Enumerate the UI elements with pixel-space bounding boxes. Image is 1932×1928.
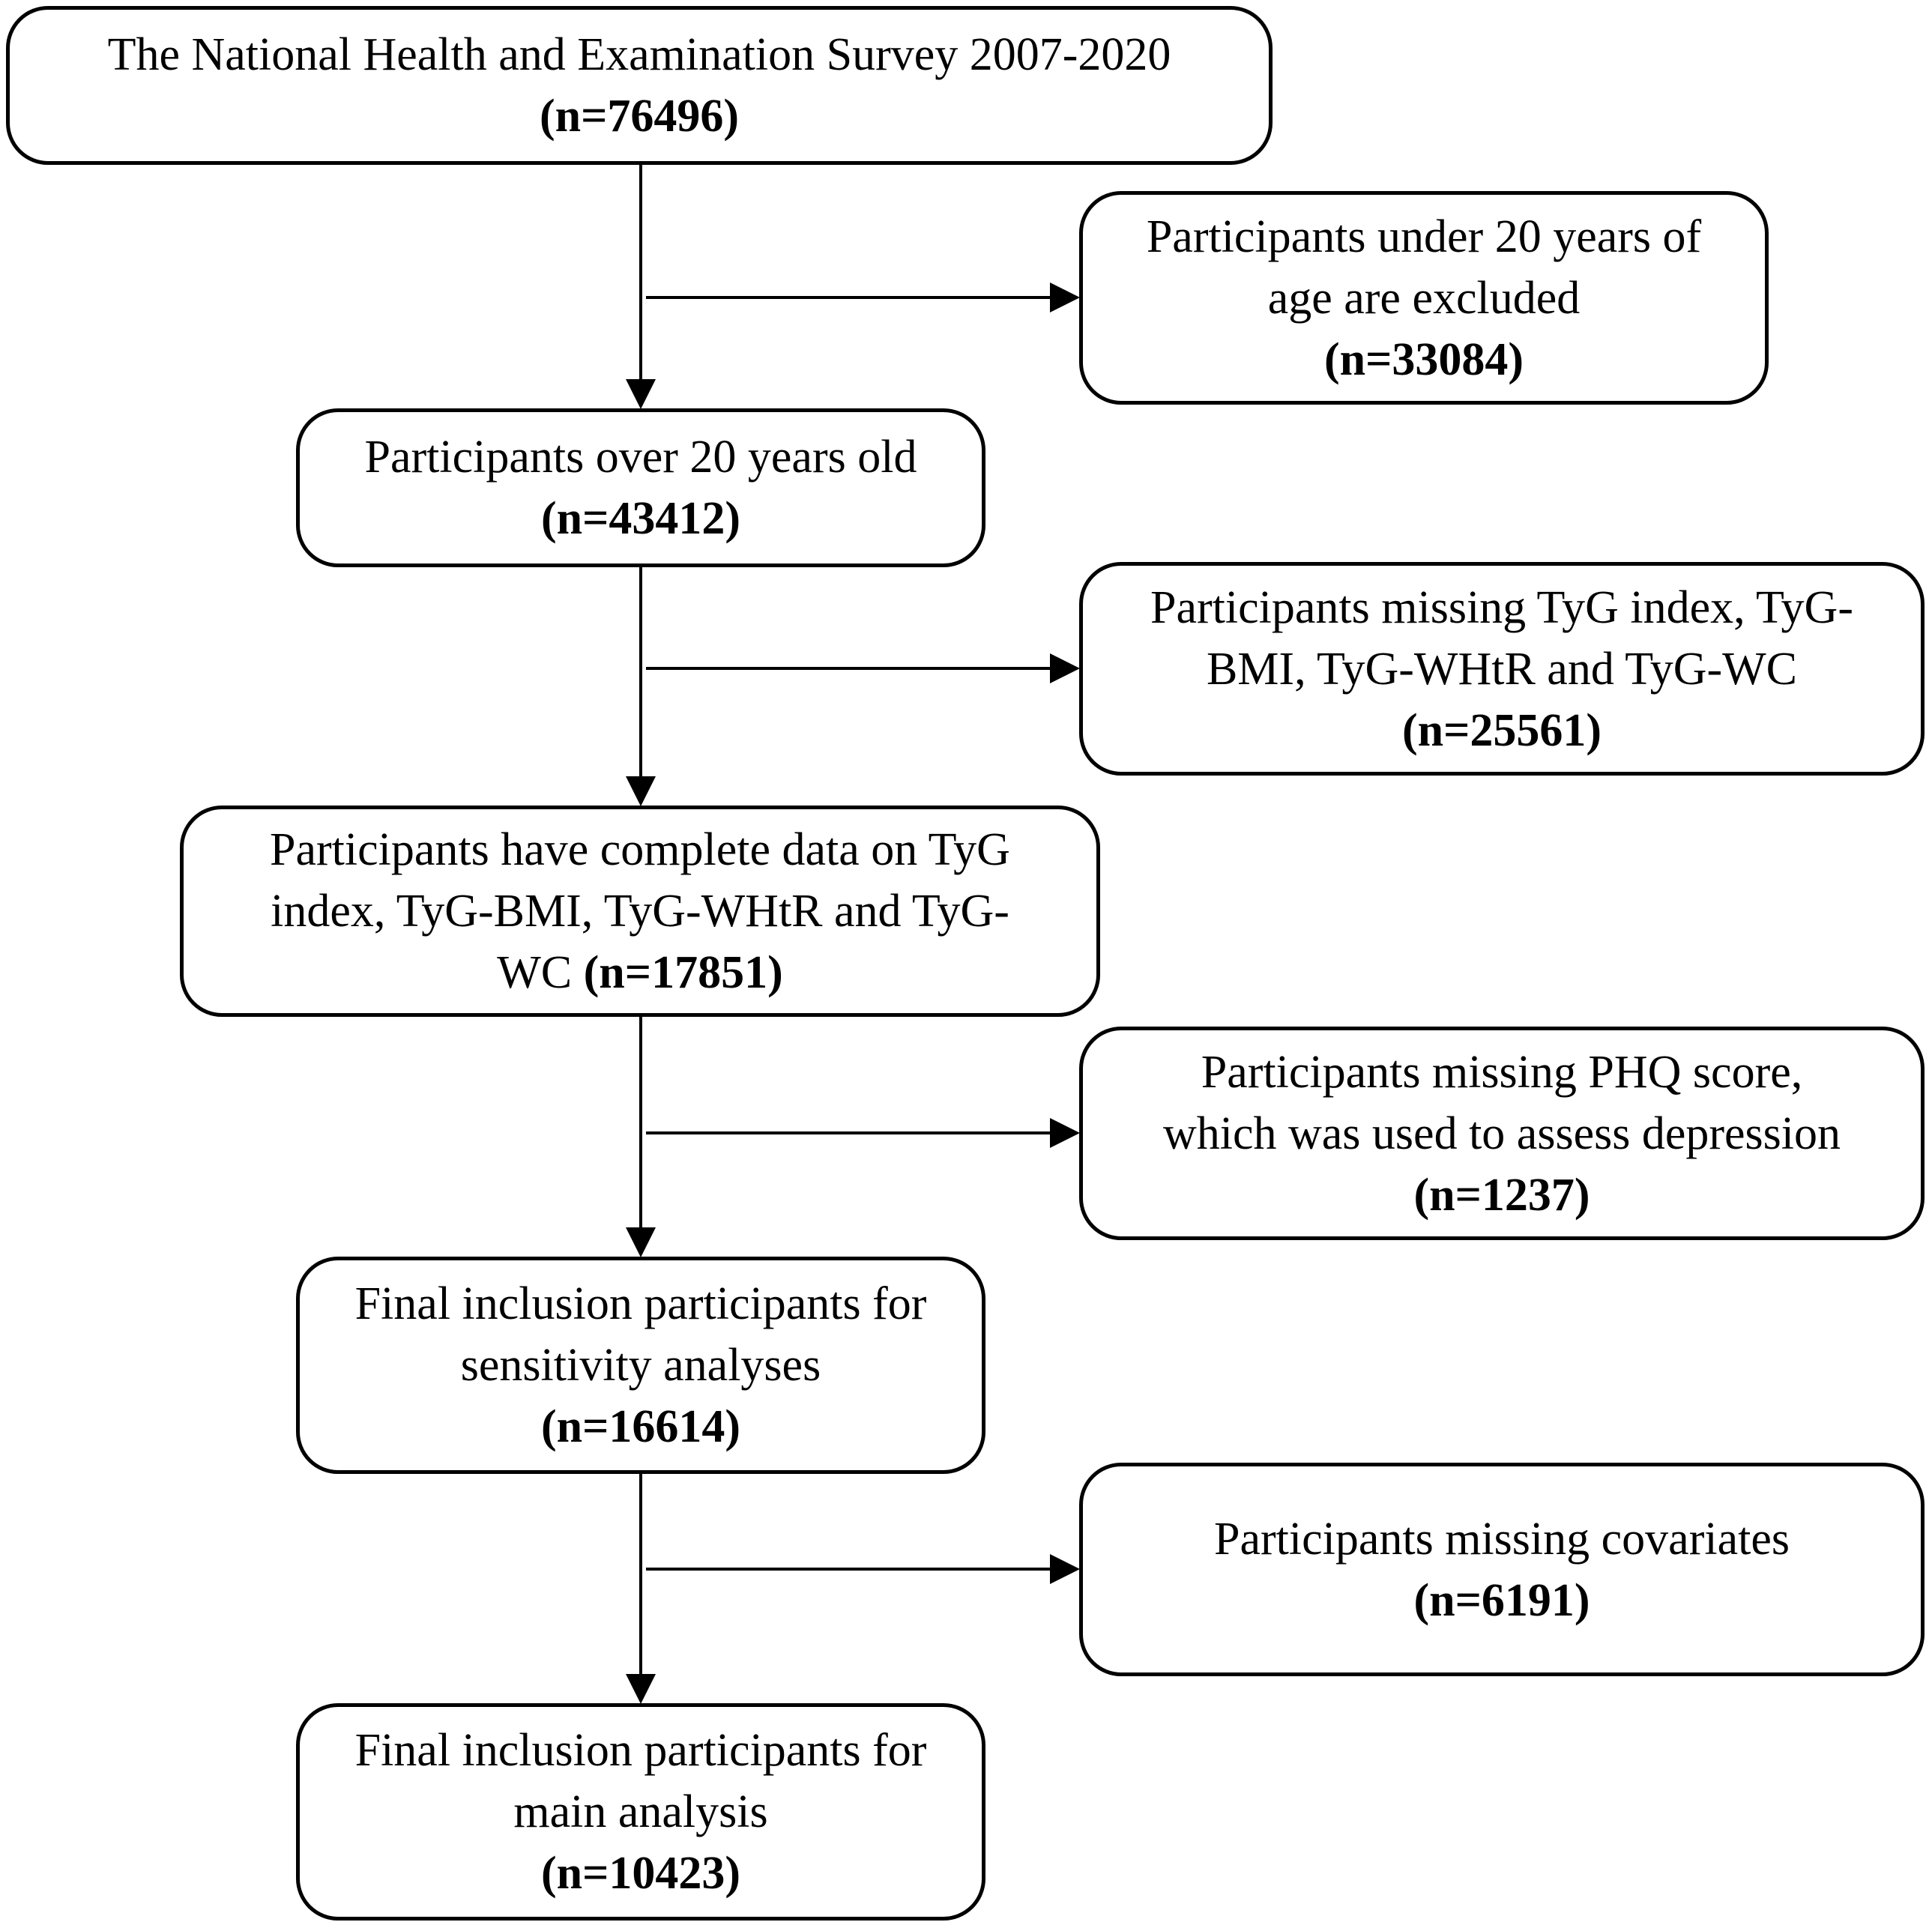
box-count: (n=25561): [1401, 704, 1602, 756]
box-text-line: Participants have complete data on TyG: [270, 824, 1010, 875]
box-count: (n=10423): [540, 1848, 741, 1899]
box-nhanes-total: The National Health and Examination Surv…: [6, 6, 1273, 165]
box-count: (n=43412): [540, 493, 741, 544]
box-text-line: Final inclusion participants for: [354, 1725, 927, 1776]
box-text-line: Participants over 20 years old: [364, 432, 917, 483]
box-text-line: Participants missing covariates: [1214, 1513, 1790, 1565]
box-count: (n=33084): [1323, 333, 1524, 385]
box-count: (n=76496): [539, 91, 740, 142]
box-count: (n=16614): [540, 1401, 741, 1452]
box-complete-tyg: Participants have complete data on TyG i…: [180, 806, 1100, 1017]
box-count: (n=17851): [583, 947, 783, 998]
box-text-line: Final inclusion participants for: [354, 1278, 927, 1329]
box-text-line: index, TyG-BMI, TyG-WHtR and TyG-: [271, 886, 1009, 937]
box-sensitivity: Final inclusion participants for sensiti…: [296, 1257, 985, 1474]
box-text-line: WC (n=17851): [497, 942, 782, 1003]
box-excluded-missing-tyg: Participants missing TyG index, TyG- BMI…: [1079, 562, 1925, 776]
box-text-line: The National Health and Examination Surv…: [107, 29, 1171, 80]
box-excluded-under-20: Participants under 20 years of age are e…: [1079, 191, 1769, 405]
box-over-20: Participants over 20 years old (n=43412): [296, 408, 985, 567]
box-count: (n=6191): [1413, 1574, 1590, 1626]
box-text-line: which was used to assess depression: [1162, 1107, 1841, 1159]
box-excluded-missing-covariates: Participants missing covariates (n=6191): [1079, 1463, 1925, 1676]
box-text-line: BMI, TyG-WHtR and TyG-WC: [1206, 643, 1798, 695]
box-text-line: Participants under 20 years of: [1146, 211, 1702, 262]
box-main-analysis: Final inclusion participants for main an…: [296, 1703, 985, 1921]
box-text-line: main analysis: [513, 1786, 768, 1837]
box-excluded-missing-phq: Participants missing PHQ score, which wa…: [1079, 1027, 1925, 1240]
box-text-fragment: WC: [497, 947, 573, 998]
box-count: (n=1237): [1413, 1169, 1590, 1221]
box-text-line: age are excluded: [1267, 272, 1581, 324]
box-text-line: Participants missing PHQ score,: [1201, 1046, 1803, 1098]
box-text-line: Participants missing TyG index, TyG-: [1150, 581, 1853, 633]
box-text-line: sensitivity analyses: [460, 1340, 821, 1391]
